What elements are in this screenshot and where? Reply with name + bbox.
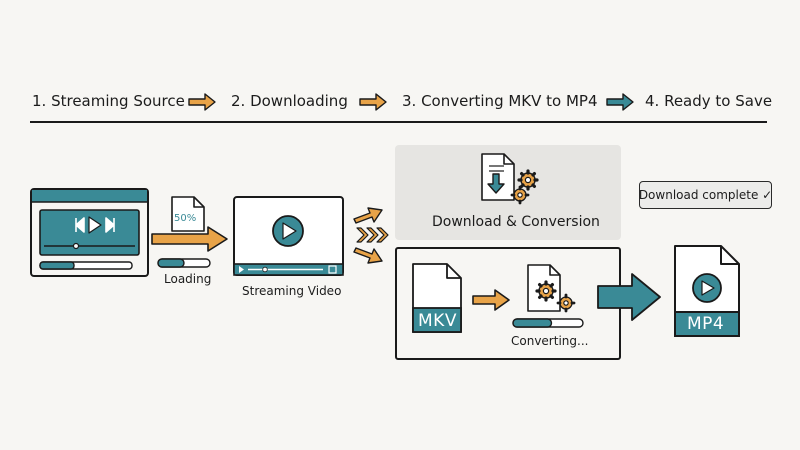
mkv-label: MKV — [418, 311, 457, 331]
conversion-progress-bar — [512, 318, 584, 328]
mp4-label: MP4 — [687, 314, 725, 334]
browser-window-icon — [30, 188, 149, 277]
chevrons-right-icon — [356, 227, 389, 243]
mkv-file-icon — [412, 263, 462, 333]
download-gear-icon — [481, 153, 539, 205]
arrow-right-icon — [353, 207, 383, 224]
step-downloading: 2. Downloading — [231, 92, 348, 110]
arrow-right-icon — [359, 93, 387, 111]
loading-caption: Loading — [164, 272, 212, 286]
arrow-right-icon — [188, 93, 216, 111]
step-ready-to-save: 4. Ready to Save — [645, 92, 773, 110]
status-badge: Download complete ✓ — [639, 181, 772, 209]
arrow-right-icon — [151, 226, 228, 252]
video-player-icon — [233, 196, 344, 276]
panel-title: Download & Conversion — [432, 214, 600, 230]
arrow-right-icon — [353, 247, 383, 264]
converting-file-icon — [527, 264, 576, 313]
step-streaming-source: 1. Streaming Source — [32, 92, 185, 110]
loading-percent: 50% — [174, 213, 197, 224]
divider — [30, 121, 767, 123]
step-converting: 3. Converting MKV to MP4 — [402, 92, 598, 110]
loading-progress-bar — [157, 258, 211, 268]
mp4-file-icon — [674, 245, 740, 337]
streaming-video-caption: Streaming Video — [242, 284, 342, 298]
file-icon — [171, 196, 205, 232]
arrow-right-icon — [597, 273, 661, 321]
converting-caption: Converting... — [511, 334, 589, 348]
arrow-right-icon — [606, 93, 634, 111]
arrow-right-icon — [472, 289, 510, 311]
